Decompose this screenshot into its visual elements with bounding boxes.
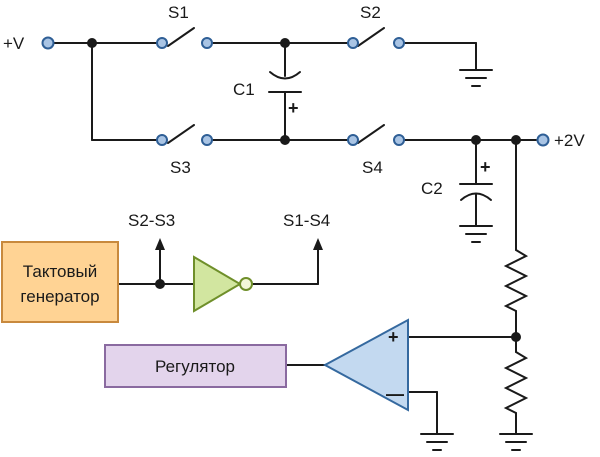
ground-icon xyxy=(499,433,533,451)
label-s1: S1 xyxy=(168,3,189,22)
label-s2-s3-control: S2-S3 xyxy=(128,211,175,230)
regulator-block xyxy=(104,344,287,388)
switch-s4-contact xyxy=(347,134,359,146)
junction-dot xyxy=(280,135,290,145)
arrow-up-icon xyxy=(313,238,323,250)
opamp-plus-sign: + xyxy=(388,327,399,347)
label-vout: +2V xyxy=(554,131,585,150)
inverter-gate xyxy=(193,255,242,313)
ground-icon xyxy=(459,225,493,243)
switch-s3-lever xyxy=(167,124,195,144)
opamp-minus-sign: — xyxy=(386,384,404,404)
label-vin: +V xyxy=(3,34,25,53)
arrow-up-icon xyxy=(155,238,165,250)
junction-dot xyxy=(87,38,97,48)
switch-s3-contact xyxy=(156,134,168,146)
opamp-triangle xyxy=(322,318,409,412)
ground-icon xyxy=(420,433,454,451)
switch-s2-contact xyxy=(347,37,359,49)
label-s1-s4-control: S1-S4 xyxy=(283,211,330,230)
switch-s4-contact xyxy=(393,134,405,146)
ground-icon xyxy=(459,69,493,87)
clock-generator-label-line2: генератор xyxy=(20,287,99,306)
junction-dot xyxy=(511,332,521,342)
label-s3: S3 xyxy=(170,158,191,177)
switch-s4-lever xyxy=(357,124,385,144)
terminal-vout xyxy=(536,133,550,147)
regulator-label: Регулятор xyxy=(155,357,235,376)
clock-generator-block xyxy=(1,241,119,323)
switch-s1-contact xyxy=(201,37,213,49)
terminal-vin xyxy=(41,36,55,50)
junction-dot xyxy=(471,135,481,145)
switch-s1-lever xyxy=(167,27,195,47)
c1-curved-plate xyxy=(269,71,301,80)
label-c2: C2 xyxy=(421,179,443,198)
switch-s1-contact xyxy=(156,37,168,49)
resistor-upper xyxy=(503,249,529,312)
junction-dot xyxy=(511,135,521,145)
clock-generator-label-line1: Тактовый xyxy=(23,262,98,281)
label-s4: S4 xyxy=(362,158,383,177)
label-c1: C1 xyxy=(233,80,255,99)
junction-dot xyxy=(280,38,290,48)
switch-s3-contact xyxy=(201,134,213,146)
resistor-lower xyxy=(503,351,529,414)
c2-plus-sign: + xyxy=(480,157,491,177)
label-s2: S2 xyxy=(360,3,381,22)
switch-s2-contact xyxy=(393,37,405,49)
c1-plus-sign: + xyxy=(288,98,299,118)
switch-s2-lever xyxy=(357,27,385,47)
inverter-bubble xyxy=(239,277,253,291)
junction-dot xyxy=(155,279,165,289)
